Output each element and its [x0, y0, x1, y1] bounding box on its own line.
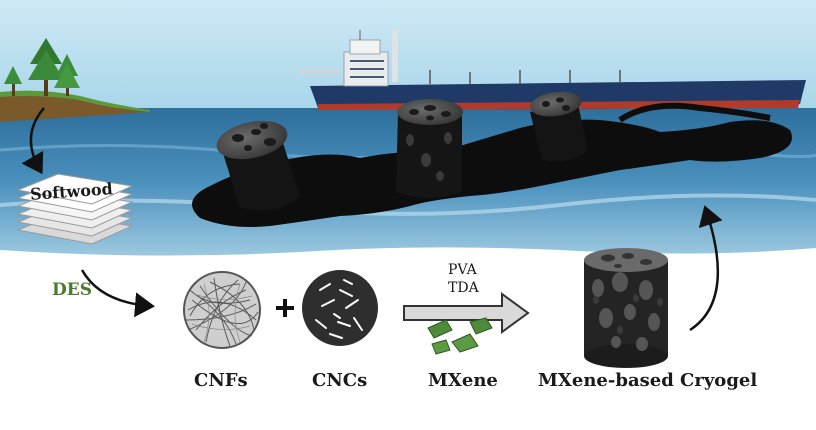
cryogel-floating-3 [530, 91, 588, 162]
plus-icon [276, 299, 294, 317]
cnfs-icon [183, 271, 261, 349]
cryogel-floating-2 [396, 99, 463, 198]
cryogel-floating-1 [216, 120, 300, 211]
cncs-label: CNCs [312, 370, 368, 391]
tree-icon [54, 54, 80, 96]
process-arrow [403, 292, 530, 334]
oil-slick-edge [618, 102, 771, 123]
cryogel-label: MXene-based Cryogel [538, 370, 758, 391]
mxene-cryogel-icon [584, 248, 668, 368]
sea-wave [0, 193, 816, 216]
des-label: DES [52, 280, 92, 300]
oil-slick [192, 119, 792, 227]
arrow-cryogel-to-sea [689, 205, 723, 332]
pva-label: PVA [448, 262, 477, 278]
arrow-shore-to-softwood [21, 107, 45, 175]
tda-label: TDA [448, 280, 479, 296]
tree-icon [4, 66, 22, 96]
cncs-icon [302, 270, 378, 346]
arrow-softwood-to-cnfs [80, 269, 155, 318]
mxene-label: MXene [428, 370, 498, 391]
cnfs-label: CNFs [194, 370, 248, 391]
mxene-flakes-icon [427, 317, 493, 355]
softwood-stack [16, 173, 134, 245]
tree-icon [28, 38, 64, 96]
shore-grass [0, 90, 150, 112]
